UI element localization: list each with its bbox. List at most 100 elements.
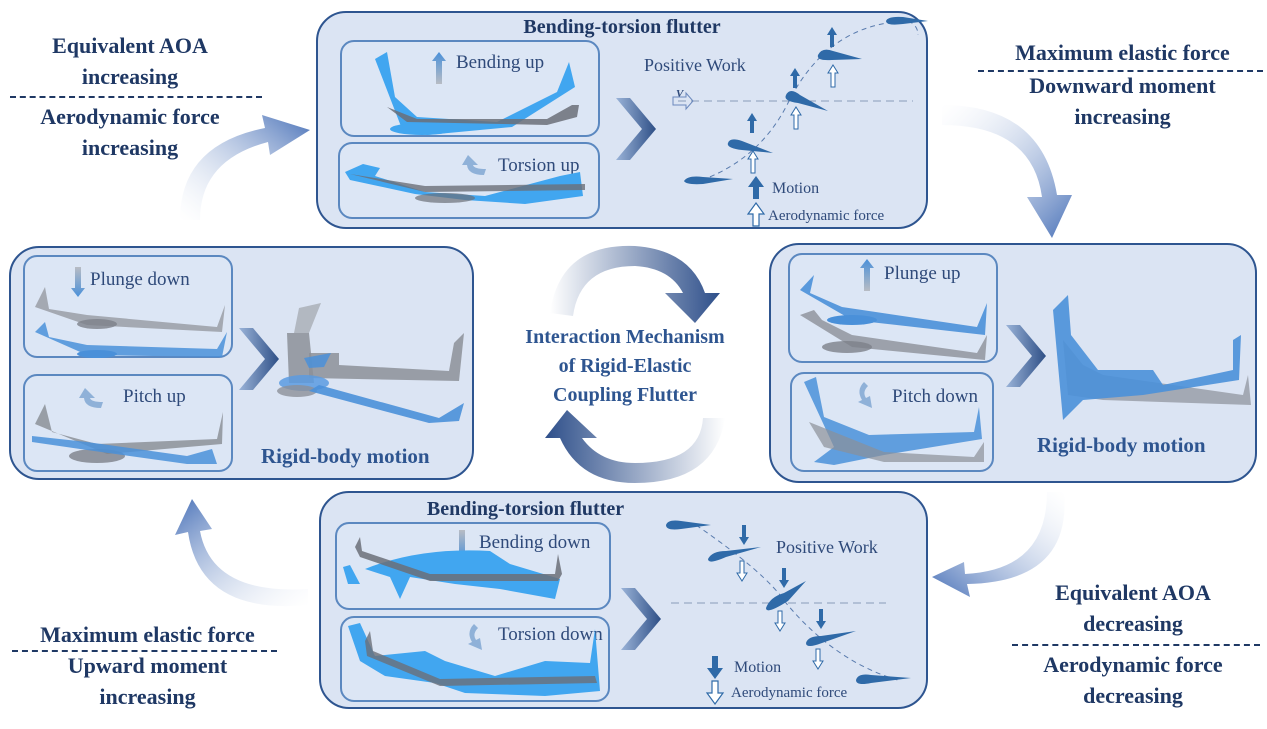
- br-upper-line1: Equivalent AOA: [1055, 580, 1211, 605]
- plunge-down-subpanel: Plunge down: [23, 255, 233, 358]
- pitch-down-subpanel: Pitch down: [790, 372, 994, 472]
- bottom-right-annotation-upper: Equivalent AOA decreasing: [1008, 577, 1258, 639]
- top-chevron-icon: [616, 98, 656, 160]
- top-left-curved-arrow-icon: [180, 115, 310, 220]
- bending-down-subpanel: Bending down: [335, 522, 611, 610]
- center-title-line1: Interaction Mechanism: [525, 326, 725, 348]
- bottom-legend-motion: Motion: [734, 659, 782, 676]
- top-flutter-airfoil-diagram: [672, 16, 928, 227]
- bottom-chevron-icon: [621, 588, 661, 650]
- bottom-flutter-panel: Bending-torsion flutter Bending down Tor…: [319, 491, 928, 709]
- torsion-up-subpanel: Torsion up: [338, 142, 600, 219]
- bottom-left-annotation-upper: Maximum elastic force: [10, 619, 285, 650]
- legend-motion-arrow-icon: [707, 656, 723, 679]
- bending-up-label: Bending up: [456, 52, 545, 73]
- br-upper-line2: decreasing: [1083, 611, 1183, 636]
- bottom-right-curved-arrow-icon: [932, 492, 1065, 597]
- center-cycle-arrow-bottom-icon: [545, 410, 725, 483]
- bl-lower-line2: increasing: [99, 684, 196, 709]
- torsion-up-arrow-icon: [462, 155, 486, 175]
- bending-down-label: Bending down: [479, 532, 591, 553]
- top-left-divider: [10, 96, 262, 98]
- tr-lower-line1: Downward moment: [1029, 73, 1216, 98]
- bl-lower-line1: Upward moment: [67, 653, 228, 678]
- bottom-left-divider: [12, 650, 277, 652]
- aero-force-arrow-icon: [827, 64, 839, 88]
- right-rigid-body-panel: Plunge up Pitch down Rigid-body motion: [769, 243, 1257, 483]
- top-panel-title: Bending-torsion flutter: [523, 16, 721, 38]
- aircraft-torsion-down-illustration: [348, 623, 600, 696]
- tl-upper-line1: Equivalent AOA: [52, 33, 208, 58]
- pitch-up-label: Pitch up: [123, 386, 186, 407]
- plunge-up-arrow-icon: [860, 259, 874, 291]
- top-right-curved-arrow-icon: [942, 105, 1072, 238]
- pitch-up-subpanel: Pitch up: [23, 374, 233, 472]
- bottom-left-annotation-lower: Upward moment increasing: [10, 650, 285, 712]
- top-legend-motion: Motion: [772, 180, 820, 197]
- tl-lower-line2: increasing: [81, 135, 179, 160]
- plunge-up-subpanel: Plunge up: [788, 253, 998, 363]
- torsion-down-arrow-icon: [468, 624, 482, 650]
- bottom-panel-title: Bending-torsion flutter: [426, 498, 625, 520]
- motion-arrow-icon: [747, 113, 757, 133]
- bottom-left-curved-arrow-icon: [175, 499, 308, 607]
- aero-force-arrow-icon: [747, 150, 759, 174]
- tl-upper-line2: increasing: [81, 64, 179, 89]
- aero-force-arrow-icon: [790, 106, 802, 130]
- top-right-annotation-lower: Downward moment increasing: [985, 70, 1260, 132]
- legend-motion-arrow-icon: [748, 176, 764, 199]
- left-rigid-body-caption: Rigid-body motion: [261, 444, 430, 468]
- torsion-up-label: Torsion up: [498, 155, 580, 176]
- bottom-legend-aero: Aerodynamic force: [731, 685, 848, 701]
- motion-arrow-icon: [790, 68, 800, 88]
- legend-aero-arrow-icon: [705, 680, 725, 706]
- motion-arrow-icon: [739, 525, 749, 545]
- top-right-annotation-upper: Maximum elastic force: [985, 37, 1260, 68]
- bottom-flutter-airfoil-diagram: [666, 520, 911, 706]
- plunge-down-arrow-icon: [71, 267, 85, 297]
- top-right-divider: [978, 70, 1263, 72]
- motion-arrow-icon: [827, 27, 837, 47]
- bottom-right-divider: [1012, 644, 1260, 646]
- bending-up-subpanel: Bending up: [340, 40, 600, 137]
- top-positive-work-label: Positive Work: [644, 55, 746, 75]
- aircraft-bending-up-illustration: [375, 52, 579, 135]
- pitch-down-arrow-icon: [858, 382, 872, 408]
- aero-force-arrow-icon: [812, 648, 824, 670]
- top-legend-aero: Aerodynamic force: [768, 208, 885, 224]
- pitch-down-label: Pitch down: [892, 386, 979, 407]
- bottom-right-annotation-lower: Aerodynamic force decreasing: [1008, 649, 1258, 711]
- left-chevron-icon: [239, 328, 279, 390]
- aircraft-rigid-body-pitch-down-illustration: [1053, 295, 1251, 420]
- right-chevron-icon: [1006, 325, 1046, 387]
- left-rigid-body-panel: Plunge down Pitch up Rigid-body motion: [9, 246, 474, 480]
- aircraft-rigid-body-pitch-illustration: [277, 303, 464, 423]
- tl-lower-line1: Aerodynamic force: [40, 104, 220, 129]
- plunge-up-label: Plunge up: [884, 263, 961, 284]
- center-cycle-arrow-top-icon: [550, 245, 720, 323]
- br-lower-line1: Aerodynamic force: [1043, 652, 1223, 677]
- aircraft-plunge-down-illustration: [35, 287, 227, 358]
- top-left-annotation-upper: Equivalent AOA increasing: [0, 30, 260, 92]
- center-title: Interaction Mechanism of Rigid-Elastic C…: [497, 323, 753, 410]
- top-flutter-panel: Bending-torsion flutter Bending up Torsi…: [316, 11, 928, 229]
- aero-force-arrow-icon: [774, 610, 786, 632]
- right-rigid-body-caption: Rigid-body motion: [1037, 433, 1206, 457]
- aero-force-arrow-icon: [736, 560, 748, 582]
- center-title-line3: Coupling Flutter: [553, 384, 697, 406]
- torsion-down-label: Torsion down: [498, 624, 603, 645]
- aircraft-plunge-up-illustration: [800, 275, 987, 360]
- pitch-up-arrow-icon: [79, 388, 103, 408]
- motion-arrow-icon: [779, 568, 789, 588]
- center-cycle-arrows: [545, 245, 725, 483]
- velocity-symbol: V: [676, 88, 684, 100]
- plunge-down-label: Plunge down: [90, 269, 190, 290]
- center-title-line2: of Rigid-Elastic: [558, 355, 692, 377]
- bl-upper-line1: Maximum elastic force: [40, 622, 255, 647]
- torsion-down-subpanel: Torsion down: [340, 616, 610, 702]
- aircraft-pitch-down-illustration: [804, 377, 984, 465]
- tr-upper-line1: Maximum elastic force: [1015, 40, 1230, 65]
- aircraft-bending-down-illustration: [343, 537, 562, 599]
- br-lower-line2: decreasing: [1083, 683, 1183, 708]
- bottom-positive-work-label: Positive Work: [776, 537, 878, 557]
